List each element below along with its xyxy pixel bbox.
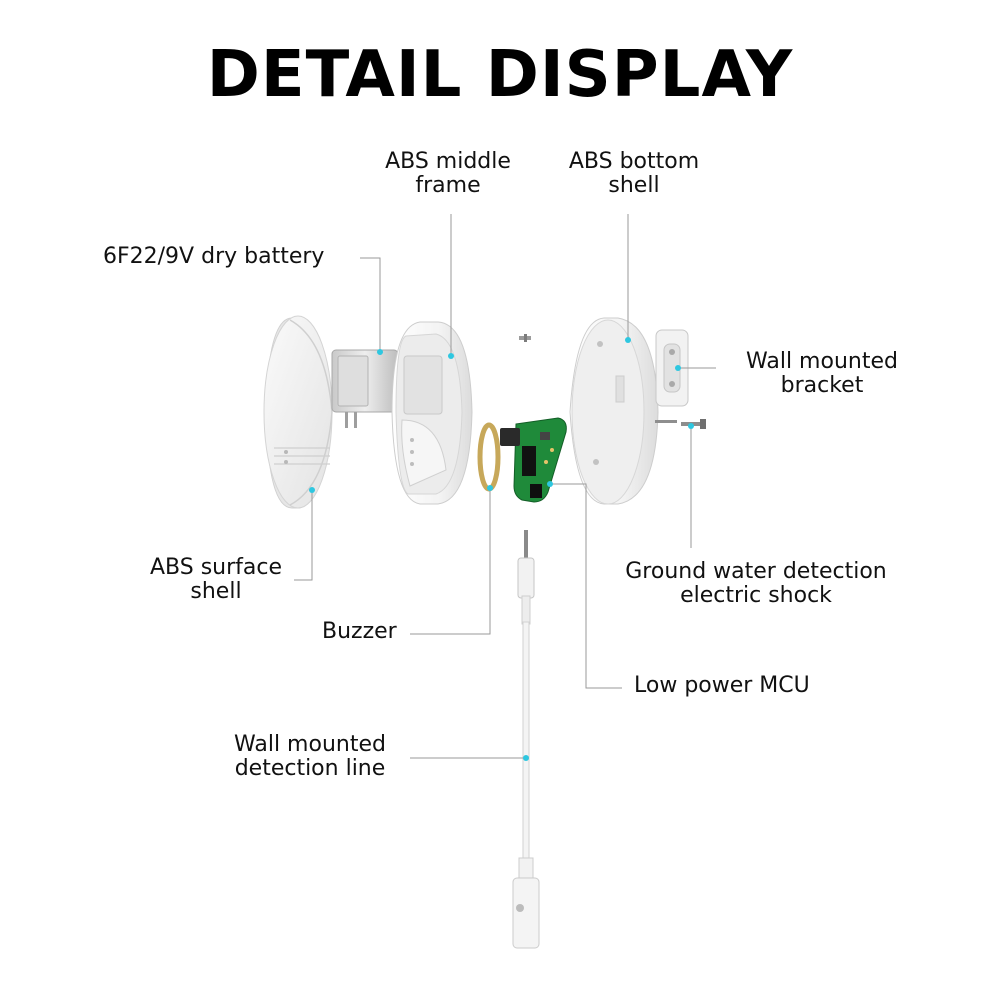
screw-top bbox=[519, 334, 531, 342]
abs-middle-frame-part bbox=[391, 321, 473, 505]
battery-part bbox=[331, 349, 399, 428]
label-low-power-mcu: Low power MCU bbox=[634, 673, 810, 698]
abs-surface-shell-part bbox=[263, 315, 333, 509]
detection-line-part bbox=[512, 530, 540, 949]
label-buzzer: Buzzer bbox=[322, 619, 397, 644]
pcb-mcu-part bbox=[500, 417, 567, 503]
abs-bottom-shell-part bbox=[569, 317, 659, 505]
electrode-screws bbox=[655, 419, 706, 429]
callout-dots bbox=[309, 337, 694, 761]
leader-lines bbox=[294, 214, 716, 759]
buzzer-part bbox=[477, 422, 501, 492]
wall-bracket-part bbox=[655, 329, 689, 407]
label-dry-battery: 6F22/9V dry battery bbox=[103, 244, 325, 269]
page-title: DETAIL DISPLAY bbox=[206, 38, 794, 112]
